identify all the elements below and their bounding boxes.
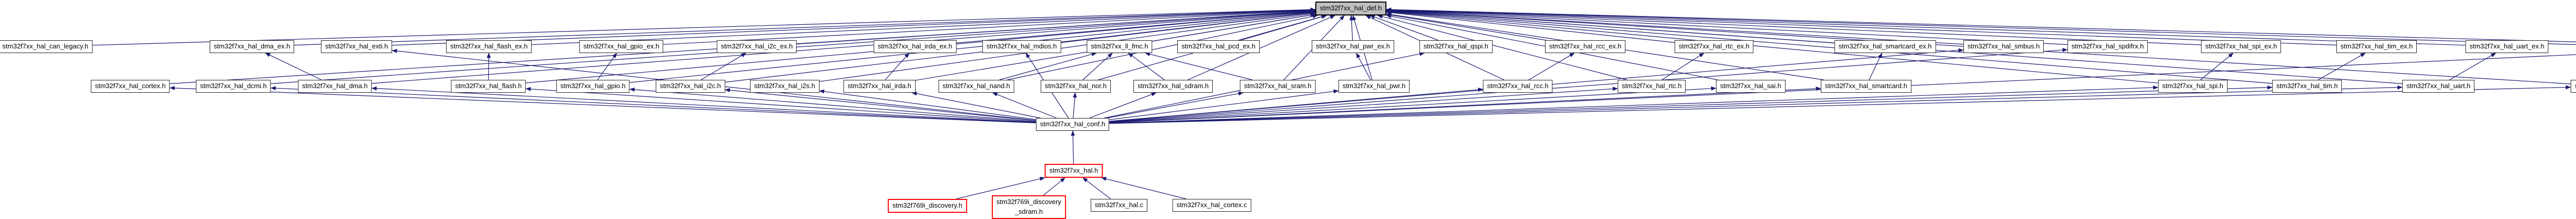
node-usart[interactable]: stm32f7xx_hal_usart.h [2570, 80, 2576, 93]
node-irda[interactable]: stm32f7xx_hal_irda.h [843, 80, 916, 93]
node-smartcard[interactable]: stm32f7xx_hal_smartcard.h [1821, 80, 1911, 93]
node-spdifrx[interactable]: stm32f7xx_hal_spdifrx.h [2067, 40, 2148, 53]
node-qspi[interactable]: stm32f7xx_hal_qspi.h [1419, 40, 1493, 53]
node-ll-fmc[interactable]: stm32f7xx_ll_fmc.h [1087, 40, 1153, 53]
node-i2c[interactable]: stm32f7xx_hal_i2c.h [655, 80, 725, 93]
node-uart[interactable]: stm32f7xx_hal_uart.h [2402, 80, 2475, 93]
node-exti[interactable]: stm32f7xx_hal_exti.h [320, 40, 393, 53]
node-pwr-ex[interactable]: stm32f7xx_hal_pwr_ex.h [1312, 40, 1394, 53]
node-dma[interactable]: stm32f7xx_hal_dma.h [298, 80, 372, 93]
node-irda-ex[interactable]: stm32f7xx_hal_irda_ex.h [873, 40, 957, 53]
node-cortex-c[interactable]: stm32f7xx_hal_cortex.c [1172, 199, 1251, 212]
node-spi[interactable]: stm32f7xx_hal_spi.h [2158, 80, 2228, 93]
node-tim-ex[interactable]: stm32f7xx_hal_tim_ex.h [2336, 40, 2417, 53]
node-spi-ex[interactable]: stm32f7xx_hal_spi_ex.h [2201, 40, 2281, 53]
node-sram[interactable]: stm32f7xx_hal_sram.h [1240, 80, 1316, 93]
node-rtc-ex[interactable]: stm32f7xx_hal_rtc_ex.h [1674, 40, 1754, 53]
node-nand[interactable]: stm32f7xx_hal_nand.h [938, 80, 1014, 93]
node-rtc[interactable]: stm32f7xx_hal_rtc.h [1617, 80, 1686, 93]
node-gpio[interactable]: stm32f7xx_hal_gpio.h [556, 80, 630, 93]
node-smartcard-ex[interactable]: stm32f7xx_hal_smartcard_ex.h [1834, 40, 1936, 53]
node-tim[interactable]: stm32f7xx_hal_tim.h [2272, 80, 2342, 93]
node-sdram[interactable]: stm32f7xx_hal_sdram.h [1133, 80, 1213, 93]
node-hal-c[interactable]: stm32f7xx_hal.c [1091, 199, 1147, 212]
node-pcd-ex[interactable]: stm32f7xx_hal_pcd_ex.h [1177, 40, 1260, 53]
node-i2s[interactable]: stm32f7xx_hal_i2s.h [750, 80, 820, 93]
node-flash[interactable]: stm32f7xx_hal_flash.h [451, 80, 526, 93]
node-def: stm32f7xx_hal_def.h [1315, 2, 1386, 15]
node-disc-sdram[interactable]: stm32f769i_discovery _sdram.h [992, 195, 1066, 219]
node-mdios[interactable]: stm32f7xx_hal_mdios.h [982, 40, 1061, 53]
node-uart-ex[interactable]: stm32f7xx_hal_uart_ex.h [2465, 40, 2549, 53]
node-conf[interactable]: stm32f7xx_hal_conf.h [1036, 118, 1110, 131]
node-pwr[interactable]: stm32f7xx_hal_pwr.h [1338, 80, 1410, 93]
node-i2c-ex[interactable]: stm32f7xx_hal_i2c_ex.h [717, 40, 797, 53]
node-cortex[interactable]: stm32f7xx_hal_cortex.h [91, 80, 170, 93]
node-rcc-ex[interactable]: stm32f7xx_hal_rcc_ex.h [1545, 40, 1626, 53]
node-gpio-ex[interactable]: stm32f7xx_hal_gpio_ex.h [579, 40, 664, 53]
node-dma-ex[interactable]: stm32f7xx_hal_dma_ex.h [209, 40, 295, 53]
node-smbus[interactable]: stm32f7xx_hal_smbus.h [1963, 40, 2044, 53]
node-nor[interactable]: stm32f7xx_hal_nor.h [1041, 80, 1111, 93]
node-sai[interactable]: stm32f7xx_hal_sai.h [1716, 80, 1786, 93]
node-hal-h[interactable]: stm32f7xx_hal.h [1044, 164, 1103, 178]
node-flash-ex[interactable]: stm32f7xx_hal_flash_ex.h [446, 40, 532, 53]
node-dcmi[interactable]: stm32f7xx_hal_dcmi.h [196, 80, 271, 93]
node-rcc[interactable]: stm32f7xx_hal_rcc.h [1483, 80, 1553, 93]
node-can-legacy[interactable]: stm32f7xx_hal_can_legacy.h [0, 40, 93, 53]
node-disc[interactable]: stm32f769i_discovery.h [888, 199, 967, 213]
